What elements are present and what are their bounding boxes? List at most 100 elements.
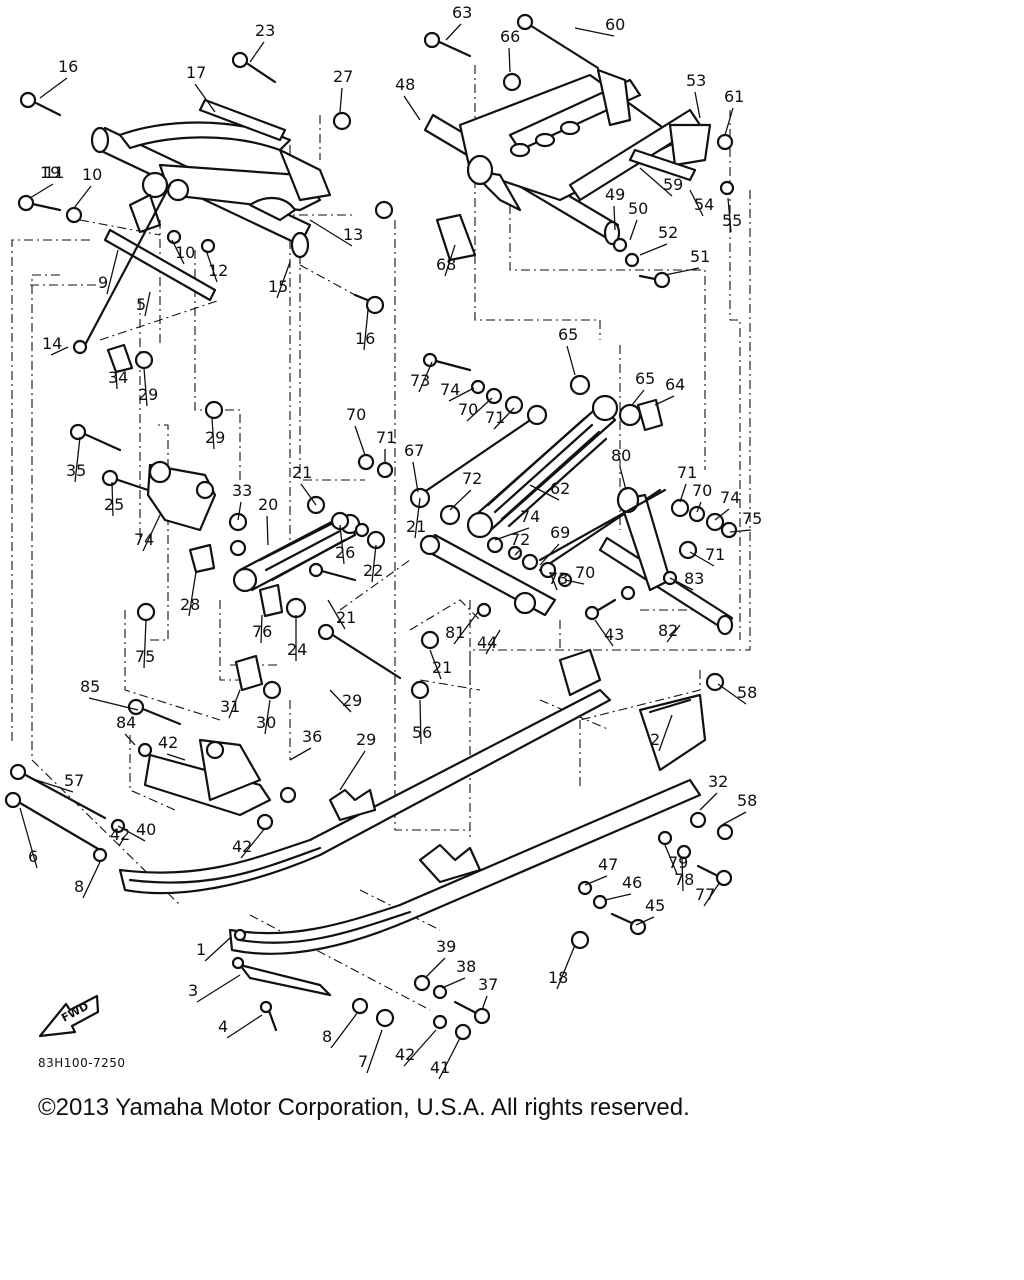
callout-label: 22 <box>363 561 383 580</box>
leader-line <box>144 291 151 317</box>
rear-bracket <box>143 738 272 817</box>
callout-label: 27 <box>333 67 353 86</box>
callout-label: 48 <box>395 75 415 94</box>
leader-line <box>717 683 747 705</box>
callout-label: 76 <box>252 622 272 641</box>
leader-line <box>724 107 734 136</box>
callout-label: 10 <box>175 243 195 262</box>
callout-label: 31 <box>220 697 240 716</box>
callout-label: 52 <box>658 223 678 242</box>
callout-label: 1 <box>196 940 206 959</box>
leader-line <box>529 484 560 501</box>
leader-line <box>566 345 576 376</box>
callout-label: 70 <box>346 405 366 424</box>
callout-label: 60 <box>605 15 625 34</box>
leader-line <box>309 219 353 247</box>
callout-label: 3 <box>188 981 198 1000</box>
slide-rail-upper <box>118 648 612 895</box>
callout-label: 74 <box>720 488 740 507</box>
callout-label: 29 <box>138 385 158 404</box>
callout-label: 72 <box>510 530 530 549</box>
callout-label: 10 <box>82 165 102 184</box>
leader-line <box>188 571 197 617</box>
leader-line <box>679 483 687 503</box>
leader-line <box>211 417 215 450</box>
leader-line <box>194 83 216 113</box>
leader-line <box>143 619 147 669</box>
callout-label: 50 <box>628 199 648 218</box>
callout-label: 69 <box>550 523 570 542</box>
leader-line <box>729 529 752 533</box>
leader-line <box>639 167 673 197</box>
leader-line <box>249 41 265 63</box>
leader-line <box>631 389 645 406</box>
leader-line <box>419 699 422 745</box>
callout-label: 9 <box>98 273 108 292</box>
callout-label: 74 <box>520 507 540 526</box>
leader-line <box>196 974 241 1003</box>
leader-line <box>204 937 231 962</box>
callout-label: 71 <box>376 428 396 447</box>
callout-label: 37 <box>478 975 498 994</box>
leader-line <box>604 893 632 901</box>
leader-line <box>658 714 673 752</box>
callout-label: 55 <box>722 211 742 230</box>
leader-line <box>441 977 466 989</box>
callout-label: 39 <box>436 937 456 956</box>
callout-label: 5 <box>136 295 146 314</box>
leader-line <box>629 219 638 241</box>
slide-rail-lower <box>228 693 707 997</box>
callout-label: 77 <box>695 885 715 904</box>
leader-line <box>260 614 263 644</box>
callout-label: 19 <box>40 163 60 182</box>
callout-label: 38 <box>456 957 476 976</box>
bolts-top <box>17 13 735 420</box>
callout-label: 70 <box>692 481 712 500</box>
leader-line <box>289 747 312 761</box>
leader-line <box>50 346 69 356</box>
callout-label: 51 <box>690 247 710 266</box>
leader-line <box>574 27 615 37</box>
callout-label: 42 <box>395 1045 415 1064</box>
leader-line <box>276 261 291 299</box>
callout-label: 21 <box>292 463 312 482</box>
leader-line <box>594 619 614 647</box>
callout-label: 25 <box>104 495 124 514</box>
callout-label: 84 <box>116 713 136 732</box>
callout-label: 14 <box>42 334 62 353</box>
leader-line <box>366 1029 383 1074</box>
callout-label: 16 <box>355 329 375 348</box>
leader-line <box>29 183 54 199</box>
leader-line <box>481 995 488 1011</box>
callout-label: 81 <box>445 623 465 642</box>
leader-line <box>74 436 81 483</box>
callout-label: 68 <box>436 255 456 274</box>
callout-label: 59 <box>663 175 683 194</box>
leader-line <box>329 689 352 713</box>
callout-label: 58 <box>737 791 757 810</box>
leader-line <box>727 197 732 233</box>
link-plate <box>83 183 217 347</box>
callout-label: 82 <box>658 621 678 640</box>
leader-line <box>613 205 616 231</box>
leader-line <box>403 1029 437 1067</box>
leader-line <box>166 753 186 761</box>
callout-label: 35 <box>66 461 86 480</box>
leader-line <box>539 543 560 566</box>
callout-label: 41 <box>430 1058 450 1077</box>
leader-line <box>82 861 101 899</box>
leader-line <box>142 514 161 552</box>
parts-diagram: FWD 161723276366604853611110199101213155… <box>4 3 762 1080</box>
leader-line <box>205 249 218 283</box>
callout-label: 23 <box>255 21 275 40</box>
leader-line <box>664 267 700 276</box>
leader-line <box>371 544 377 583</box>
callout-label: 40 <box>136 820 156 839</box>
callout-label: 73 <box>548 569 568 588</box>
leader-line <box>117 825 146 842</box>
callout-label: 4 <box>218 1017 228 1036</box>
leader-line <box>493 407 515 430</box>
leader-line <box>228 689 241 719</box>
callout-label: 65 <box>635 369 655 388</box>
